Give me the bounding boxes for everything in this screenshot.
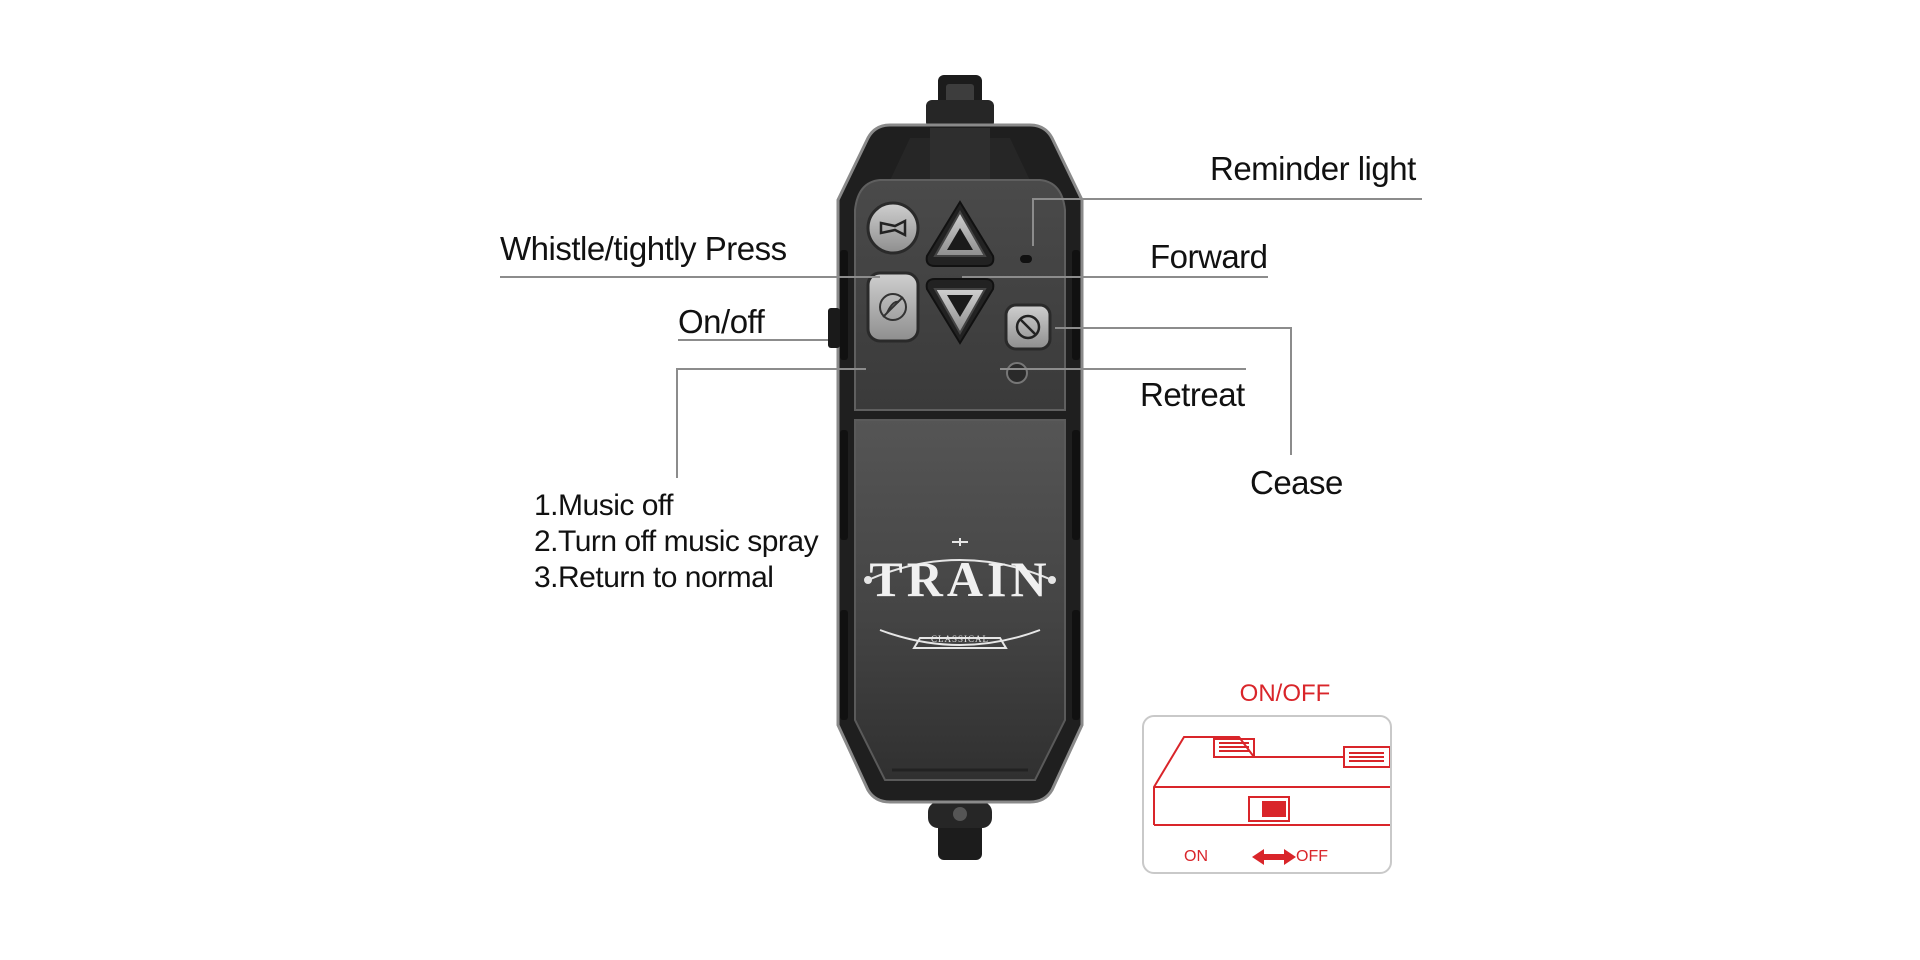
status-indicator [1006, 362, 1028, 384]
leader-forward [962, 276, 1268, 278]
leader-cease [1055, 327, 1292, 329]
remote-body-graphic [828, 75, 1084, 860]
retreat-button[interactable] [923, 275, 997, 347]
leader-music [676, 368, 866, 370]
label-on-off: On/off [678, 303, 765, 340]
music-mode-3: 3.Return to normal [534, 561, 774, 594]
inset-off-label: OFF [1296, 848, 1328, 865]
leader-music-drop [676, 368, 678, 478]
horn-icon [866, 201, 920, 255]
leader-reminder-light [1032, 198, 1422, 200]
switch-illustration [1153, 736, 1390, 865]
label-reminder-light: Reminder light [1210, 150, 1416, 187]
leader-whistle [500, 276, 880, 278]
leader-reminder-light-drop [1032, 198, 1034, 246]
label-forward: Forward [1150, 238, 1268, 275]
music-spray-icon [866, 271, 920, 343]
leader-on-off [678, 339, 828, 341]
inset-title: ON/OFF [1239, 680, 1331, 707]
triangle-up-icon [925, 200, 995, 267]
label-whistle: Whistle/tightly Press [500, 230, 787, 267]
stop-icon [1004, 303, 1052, 351]
music-mode-2: 2.Turn off music spray [534, 525, 819, 558]
leader-retreat [1000, 368, 1246, 370]
leader-cease-drop [1290, 327, 1292, 455]
bottom-clip [928, 800, 992, 860]
forward-button[interactable] [923, 198, 997, 270]
logo-ornament [864, 538, 1056, 649]
top-clip [926, 75, 994, 135]
reminder-led [1020, 255, 1032, 263]
logo-classical: CLASSICAL [930, 634, 989, 644]
logo-train: TRAIN [869, 551, 1051, 607]
label-cease: Cease [1250, 464, 1343, 501]
music-mode-1: 1.Music off [534, 489, 674, 522]
cease-button[interactable] [1003, 302, 1053, 352]
label-music-modes: 1.Music off 2.Turn off music spray 3.Ret… [534, 488, 819, 596]
on-off-inset: ON OFF [1142, 715, 1392, 874]
triangle-down-icon [925, 278, 995, 345]
inset-on-label: ON [1184, 848, 1208, 865]
label-retreat: Retreat [1140, 376, 1245, 413]
remote-control: TRAIN CLASSICAL [820, 70, 1100, 870]
music-button[interactable] [865, 270, 921, 344]
whistle-button[interactable] [865, 200, 921, 256]
